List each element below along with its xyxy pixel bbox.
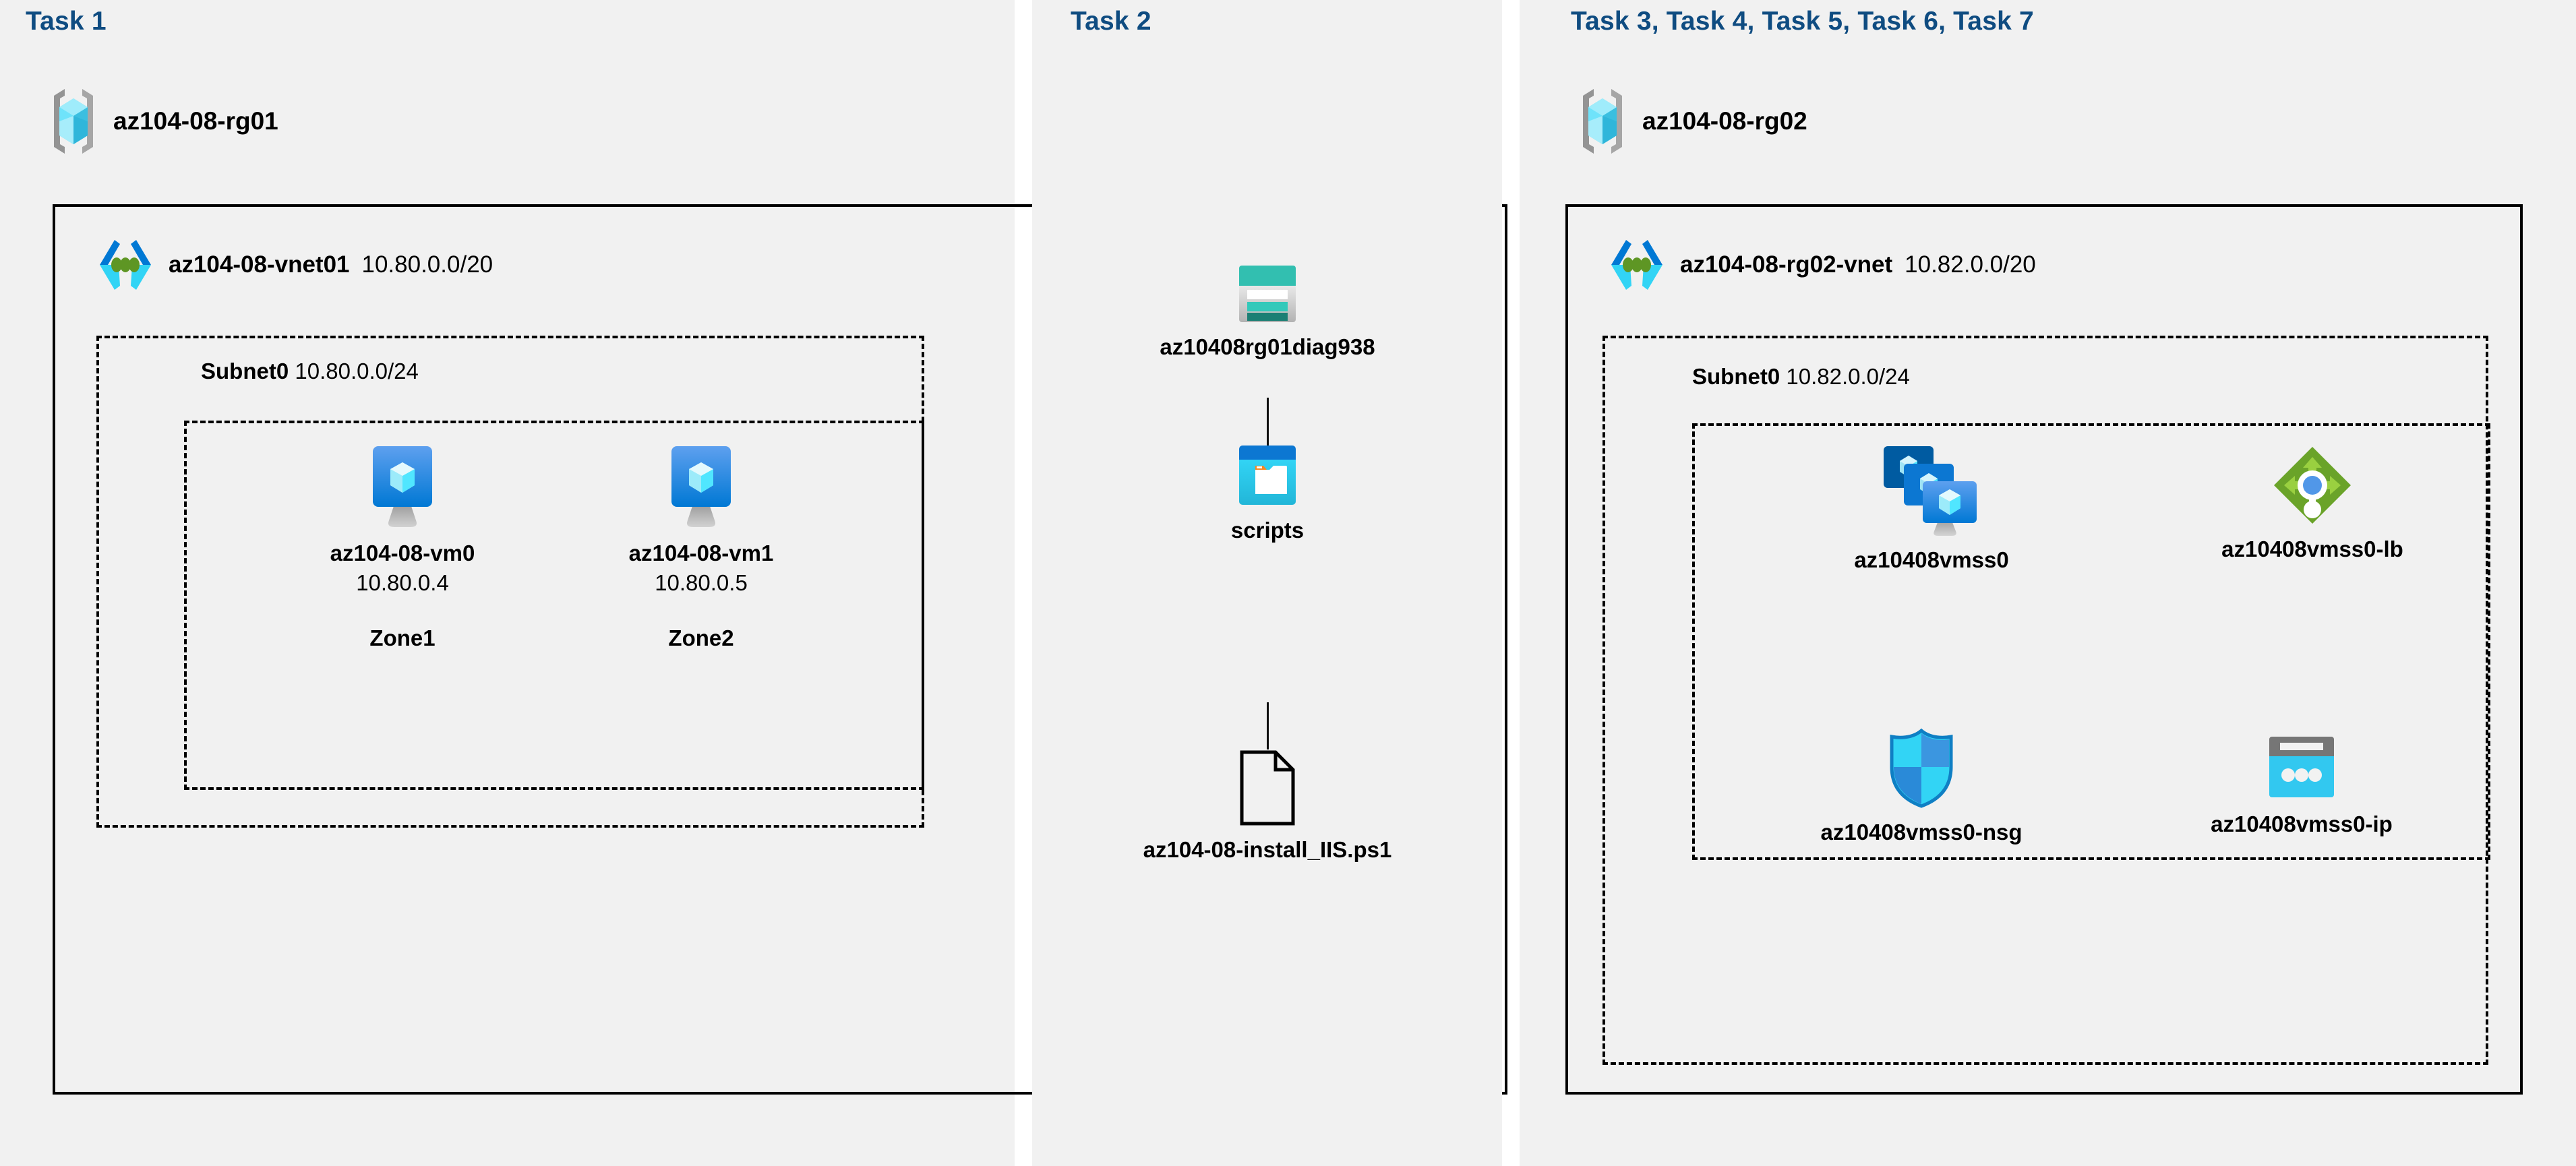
vnet-box-az104-08-vnet01 bbox=[53, 204, 1507, 1095]
resource-name: az10408vmss0-nsg bbox=[1820, 820, 2023, 845]
vnet-box-az104-08-rg02-vnet bbox=[1565, 204, 2523, 1095]
subnet-name: Subnet0 bbox=[1692, 364, 1780, 389]
node-az104-08-vm0[interactable]: az104-08-vm0 10.80.0.4 Zone1 bbox=[295, 445, 510, 651]
resource-group-rg01: az104-08-rg01 bbox=[49, 86, 278, 156]
file-icon bbox=[1238, 749, 1297, 826]
vnet-header-rg02-vnet: az104-08-rg02-vnet 10.82.0.0/20 bbox=[1606, 237, 2036, 293]
vnet-cidr: 10.80.0.0/20 bbox=[361, 251, 493, 278]
connector-container-to-file bbox=[1267, 702, 1269, 749]
virtual-network-icon bbox=[94, 237, 156, 293]
storage-account-name: az10408rg01diag938 bbox=[1160, 334, 1375, 359]
vm-name: az104-08-vm0 bbox=[330, 541, 475, 565]
load-balancer-icon bbox=[2272, 445, 2353, 526]
task-title-1: Task 1 bbox=[26, 7, 107, 36]
vnet-name: az104-08-rg02-vnet bbox=[1680, 251, 1893, 278]
subnet-box-subnet0 bbox=[1602, 336, 2488, 1065]
resource-group-icon bbox=[1578, 86, 1627, 156]
public-ip-address-icon bbox=[2267, 736, 2337, 801]
connector-storage-to-container bbox=[1267, 398, 1269, 446]
node-az10408vmss0-nsg[interactable]: az10408vmss0-nsg bbox=[1787, 728, 2056, 845]
resource-group-rg02: az104-08-rg02 bbox=[1578, 86, 1807, 156]
availability-zones-box bbox=[184, 421, 924, 790]
node-az10408vmss0-ip[interactable]: az10408vmss0-ip bbox=[2167, 736, 2436, 837]
node-blob-container[interactable]: scripts bbox=[1187, 445, 1348, 543]
virtual-machine-icon bbox=[366, 445, 439, 530]
resource-group-label: az104-08-rg01 bbox=[113, 107, 278, 135]
vm-name: az104-08-vm1 bbox=[628, 541, 774, 565]
subnet-resources-box bbox=[1692, 423, 2490, 860]
vnet-cidr: 10.82.0.0/20 bbox=[1905, 251, 2036, 278]
node-az104-08-vm1[interactable]: az104-08-vm1 10.80.0.5 Zone2 bbox=[593, 445, 809, 651]
virtual-machine-icon bbox=[665, 445, 738, 530]
vnet-header-vnet01: az104-08-vnet01 10.80.0.0/20 bbox=[94, 237, 493, 293]
node-storage-account[interactable]: az10408rg01diag938 bbox=[1146, 264, 1389, 360]
node-az10408vmss0[interactable]: az10408vmss0 bbox=[1797, 445, 2066, 573]
panel-tasks-3-7 bbox=[1520, 0, 2576, 1166]
panel-task-2 bbox=[1032, 0, 1502, 1166]
vm-zone: Zone2 bbox=[668, 625, 734, 650]
blob-container-name: scripts bbox=[1230, 518, 1305, 543]
subnet-cidr: 10.82.0.0/24 bbox=[1786, 364, 1910, 389]
node-script-file[interactable]: az104-08-install_IIS.ps1 bbox=[1106, 749, 1429, 863]
subnet-cidr: 10.80.0.0/24 bbox=[295, 359, 419, 383]
vm-zone: Zone1 bbox=[369, 625, 436, 650]
vnet-name: az104-08-vnet01 bbox=[169, 251, 350, 278]
blob-container-icon bbox=[1236, 445, 1298, 507]
task-title-3-7: Task 3, Task 4, Task 5, Task 6, Task 7 bbox=[1571, 7, 2034, 36]
task-title-2: Task 2 bbox=[1071, 7, 1151, 36]
script-file-name: az104-08-install_IIS.ps1 bbox=[1143, 837, 1392, 862]
network-security-group-icon bbox=[1886, 728, 1956, 809]
vm-ip: 10.80.0.4 bbox=[356, 570, 449, 595]
resource-name: az10408vmss0-lb bbox=[2221, 536, 2403, 561]
resource-name: az10408vmss0-ip bbox=[2211, 811, 2393, 836]
vm-ip: 10.80.0.5 bbox=[655, 570, 748, 595]
node-az10408vmss0-lb[interactable]: az10408vmss0-lb bbox=[2178, 445, 2447, 562]
resource-group-icon bbox=[49, 86, 98, 156]
virtual-network-icon bbox=[1606, 237, 1668, 293]
resource-name: az10408vmss0 bbox=[1854, 547, 2009, 572]
resource-group-label: az104-08-rg02 bbox=[1642, 107, 1807, 135]
subnet-label: Subnet0 10.80.0.0/24 bbox=[201, 359, 419, 384]
storage-account-icon bbox=[1238, 264, 1297, 324]
vm-scale-set-icon bbox=[1881, 445, 1982, 536]
panel-task-1 bbox=[0, 0, 1015, 1166]
subnet-label: Subnet0 10.82.0.0/24 bbox=[1692, 364, 1910, 390]
subnet-name: Subnet0 bbox=[201, 359, 289, 383]
